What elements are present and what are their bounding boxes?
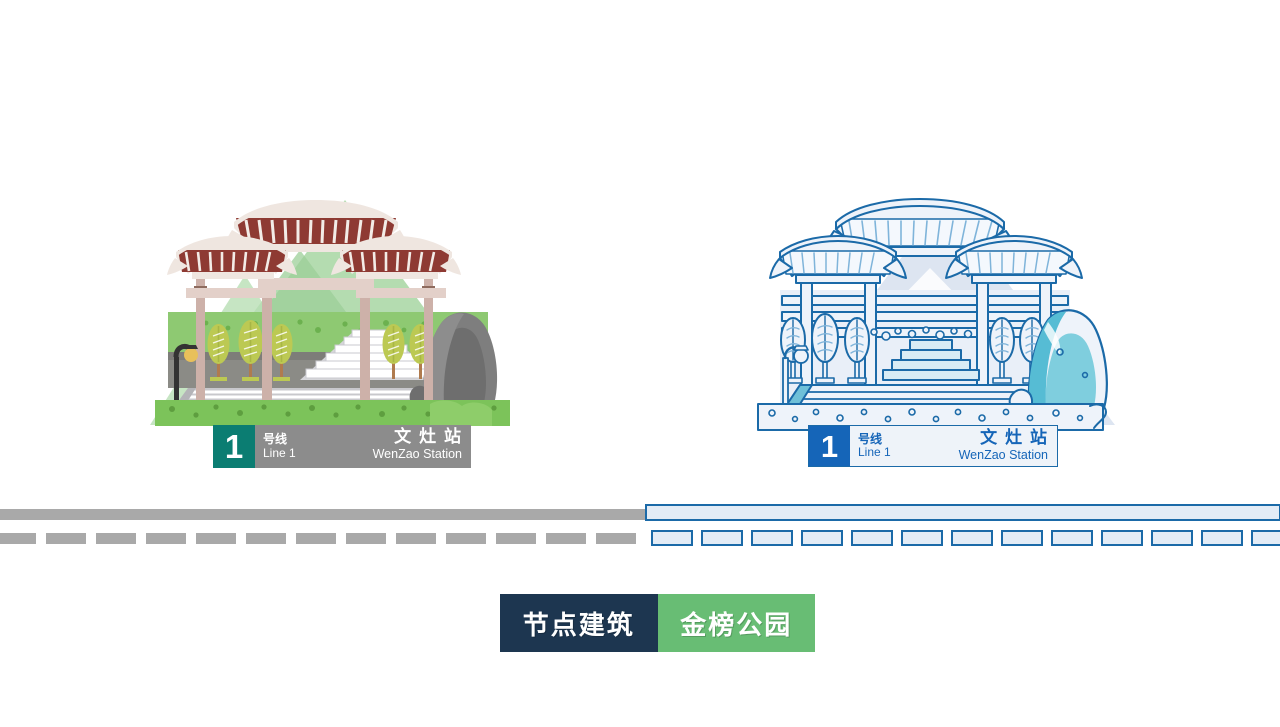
- station-name-cn: 文 灶 站: [980, 428, 1048, 448]
- label-node-architecture[interactable]: 节点建筑: [500, 594, 658, 652]
- station-sign-color[interactable]: 1 号线 Line 1 文 灶 站 WenZao Station: [213, 425, 471, 468]
- line-badge-color: 1: [213, 425, 255, 468]
- tree-group-left: [207, 320, 293, 381]
- roof-right-wing: [331, 236, 461, 279]
- tree-group-left-blue: [780, 313, 870, 384]
- grass-base-strip: [155, 400, 510, 426]
- line-number: 1: [820, 428, 839, 464]
- roof-right-wing-blue: [945, 235, 1083, 284]
- line-label-en: Line 1: [263, 445, 296, 460]
- sign-body-color: 号线 Line 1 文 灶 站 WenZao Station: [255, 425, 471, 468]
- line-label-cn: 号线: [263, 432, 288, 447]
- line-label-en: Line 1: [858, 445, 891, 459]
- roof-center: [222, 200, 410, 252]
- station-name-cn: 文 灶 站: [394, 427, 462, 447]
- line-label-block: 号线 Line 1: [858, 431, 891, 460]
- roof-left-wing: [167, 236, 297, 279]
- line-label-cn: 号线: [858, 431, 883, 446]
- label-jinbang-park[interactable]: 金榜公园: [657, 594, 815, 652]
- roof-center-blue: [822, 198, 1018, 257]
- decorative-rock: [409, 312, 498, 412]
- center-staircase-blue: [882, 339, 980, 381]
- gate-pillars: [196, 245, 433, 410]
- station-name-block: 文 灶 站 WenZao Station: [373, 428, 462, 461]
- roof-left-wing-blue: [769, 235, 907, 284]
- station-name-en: WenZao Station: [372, 446, 462, 461]
- label-jinbang-park-text: 金榜公园: [680, 610, 793, 641]
- line-label-block: 号线 Line 1: [263, 432, 296, 460]
- station-sign-lineart[interactable]: 1 号线 Line 1 文 灶 站 WenZao Station: [808, 425, 1058, 467]
- station-name-en: WenZao Station: [958, 447, 1048, 462]
- station-name-block: 文 灶 站 WenZao Station: [959, 429, 1048, 462]
- sign-body-blue: 号线 Line 1 文 灶 站 WenZao Station: [850, 426, 1057, 466]
- line-badge-blue: 1: [809, 426, 850, 466]
- line-number: 1: [224, 428, 244, 465]
- gate-beams: [186, 278, 446, 298]
- bottom-label-bar: 节点建筑 金榜公园: [500, 594, 815, 652]
- label-node-architecture-text: 节点建筑: [522, 610, 635, 641]
